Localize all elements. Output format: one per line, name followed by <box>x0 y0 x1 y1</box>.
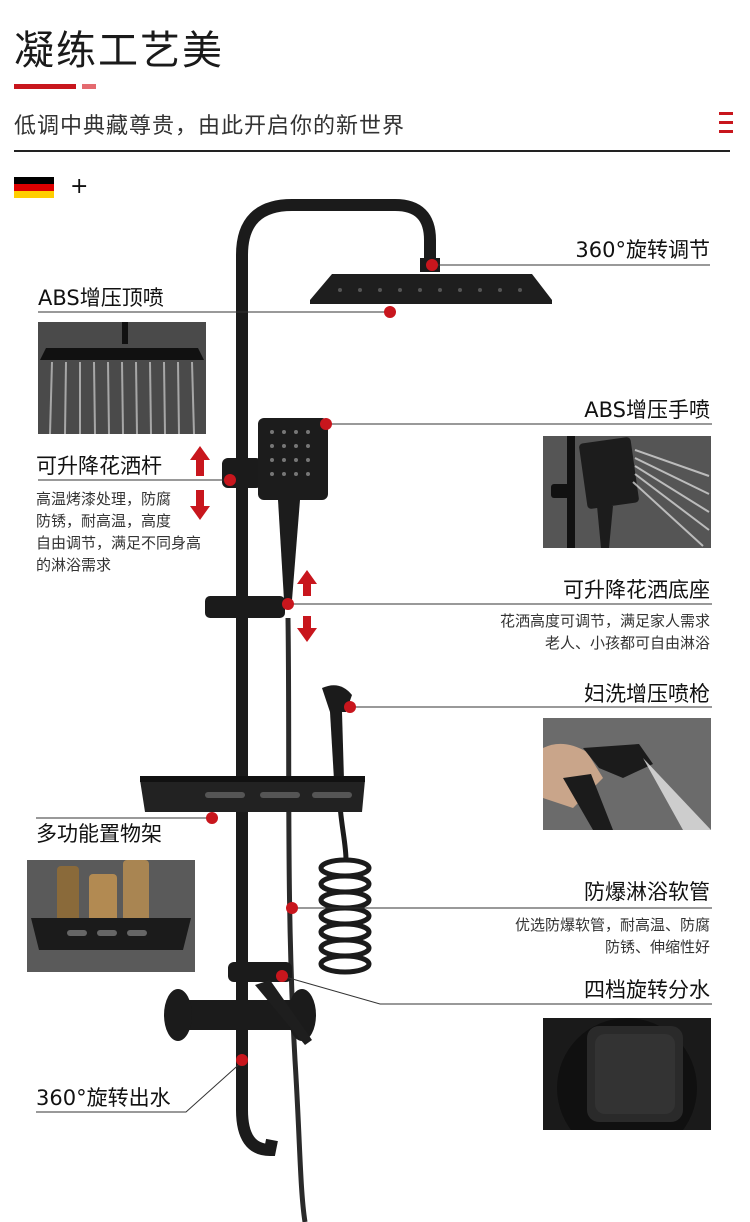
marker-lift-rod <box>224 474 236 486</box>
photo-shelf <box>27 860 195 972</box>
label-lift-base: 可升降花洒底座 <box>563 578 710 602</box>
hand-shower-head <box>258 418 328 500</box>
page-subtitle: 低调中典藏尊贵，由此开启你的新世界 <box>14 114 406 139</box>
germany-flag-icon <box>14 177 54 198</box>
spout <box>236 1030 278 1157</box>
hose <box>285 617 308 1222</box>
page-title: 凝练工艺美 <box>14 28 224 74</box>
desc-lift-rod: 高温烤漆处理，防腐 防锈，耐高温，高度 自由调节，满足不同身高 的淋浴需求 <box>36 490 202 574</box>
label-diverter: 四档旋转分水 <box>584 978 710 1002</box>
photo-top-spray <box>38 322 206 434</box>
hand-shower-handle <box>278 500 300 600</box>
label-shelf: 多功能置物架 <box>36 822 162 846</box>
arrow-up-icon <box>190 446 317 596</box>
top-shower-nozzles <box>338 288 522 292</box>
mixer-body <box>180 1000 300 1030</box>
leader-lines <box>36 264 712 1113</box>
photo-diverter <box>543 1018 711 1130</box>
marker-spout <box>236 1054 248 1066</box>
photo-bidet <box>543 718 711 830</box>
marker-top-spray <box>384 306 396 318</box>
title-accent-bar-light <box>82 84 96 89</box>
flag-plus: + <box>70 174 89 199</box>
riser-pipe <box>236 199 436 1006</box>
marker-bidet <box>344 701 356 713</box>
label-spout: 360°旋转出水 <box>36 1086 171 1110</box>
label-bidet: 妇洗增压喷枪 <box>584 682 710 706</box>
arrow-down-icon <box>190 490 317 642</box>
desc-lift-base: 花洒高度可调节，满足家人需求 老人、小孩都可自由淋浴 <box>499 612 710 652</box>
shelf <box>140 780 365 812</box>
marker-lift-base <box>282 598 294 610</box>
menu-mark-icon <box>719 112 733 139</box>
marker-diverter <box>276 970 288 982</box>
label-rotation: 360°旋转调节 <box>575 238 710 262</box>
slide-bracket <box>205 596 285 618</box>
marker-hand-spray <box>320 418 332 430</box>
label-lift-rod: 可升降花洒杆 <box>36 454 162 478</box>
header-divider <box>14 150 730 152</box>
title-accent-bar <box>14 84 76 89</box>
photo-hand-spray <box>543 436 711 548</box>
desc-hose: 优选防爆软管，耐高温、防腐 防锈、伸缩性好 <box>514 916 710 956</box>
marker-rotation <box>426 259 438 271</box>
marker-hose <box>286 902 298 914</box>
label-hand-spray: ABS增压手喷 <box>584 398 710 422</box>
marker-shelf <box>206 812 218 824</box>
mixer-lever <box>255 980 312 1045</box>
label-top-spray: ABS增压顶喷 <box>38 286 164 310</box>
top-shower-head <box>310 274 552 304</box>
coiled-hose <box>318 857 372 975</box>
label-hose: 防爆淋浴软管 <box>584 880 710 904</box>
